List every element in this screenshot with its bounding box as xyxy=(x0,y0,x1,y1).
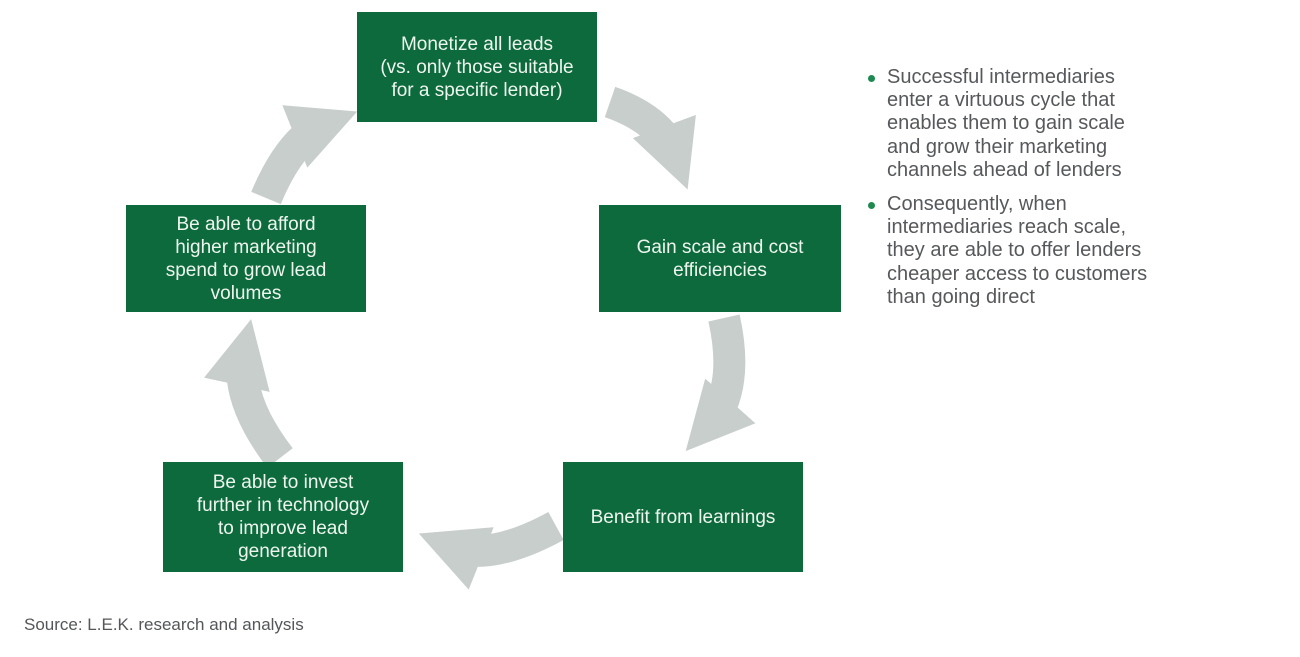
arrow-top-to-right xyxy=(604,86,696,190)
bullet-dot-icon xyxy=(868,202,875,210)
arrow-bottom-right-to-bottom-left xyxy=(418,511,564,590)
cycle-box-label: Benefit from learnings xyxy=(590,506,776,528)
arrow-right-to-bottom-right xyxy=(685,314,756,452)
commentary-bullet-list: Successful intermediaries enter a virtuo… xyxy=(868,66,1198,320)
cycle-box-label: Be able to invest further in technology … xyxy=(196,472,370,562)
cycle-box-gain-scale: Gain scale and cost efficiencies xyxy=(599,205,841,312)
source-note: Source: L.E.K. research and analysis xyxy=(24,615,304,634)
bullet-item: Consequently, when intermediaries reach … xyxy=(868,193,1198,309)
cycle-box-afford-higher-marketing: Be able to afford higher marketing spend… xyxy=(126,205,366,312)
bullet-text: Consequently, when intermediaries reach … xyxy=(887,193,1148,308)
bullet-dot-icon xyxy=(868,75,875,82)
cycle-box-monetize-all-leads: Monetize all leads (vs. only those suita… xyxy=(357,12,597,122)
arrow-bottom-left-to-left xyxy=(204,319,293,468)
cycle-box-invest-in-technology: Be able to invest further in technology … xyxy=(163,462,403,572)
bullet-text: Successful intermediaries enter a virtuo… xyxy=(887,66,1125,181)
cycle-box-label: Monetize all leads (vs. only those suita… xyxy=(380,33,574,101)
arrow-left-to-top xyxy=(251,105,358,205)
cycle-box-label: Be able to afford higher marketing spend… xyxy=(165,213,327,304)
cycle-box-label: Gain scale and cost efficiencies xyxy=(636,236,804,281)
bullet-item: Successful intermediaries enter a virtuo… xyxy=(868,66,1198,182)
cycle-box-benefit-from-learnings: Benefit from learnings xyxy=(563,462,803,572)
